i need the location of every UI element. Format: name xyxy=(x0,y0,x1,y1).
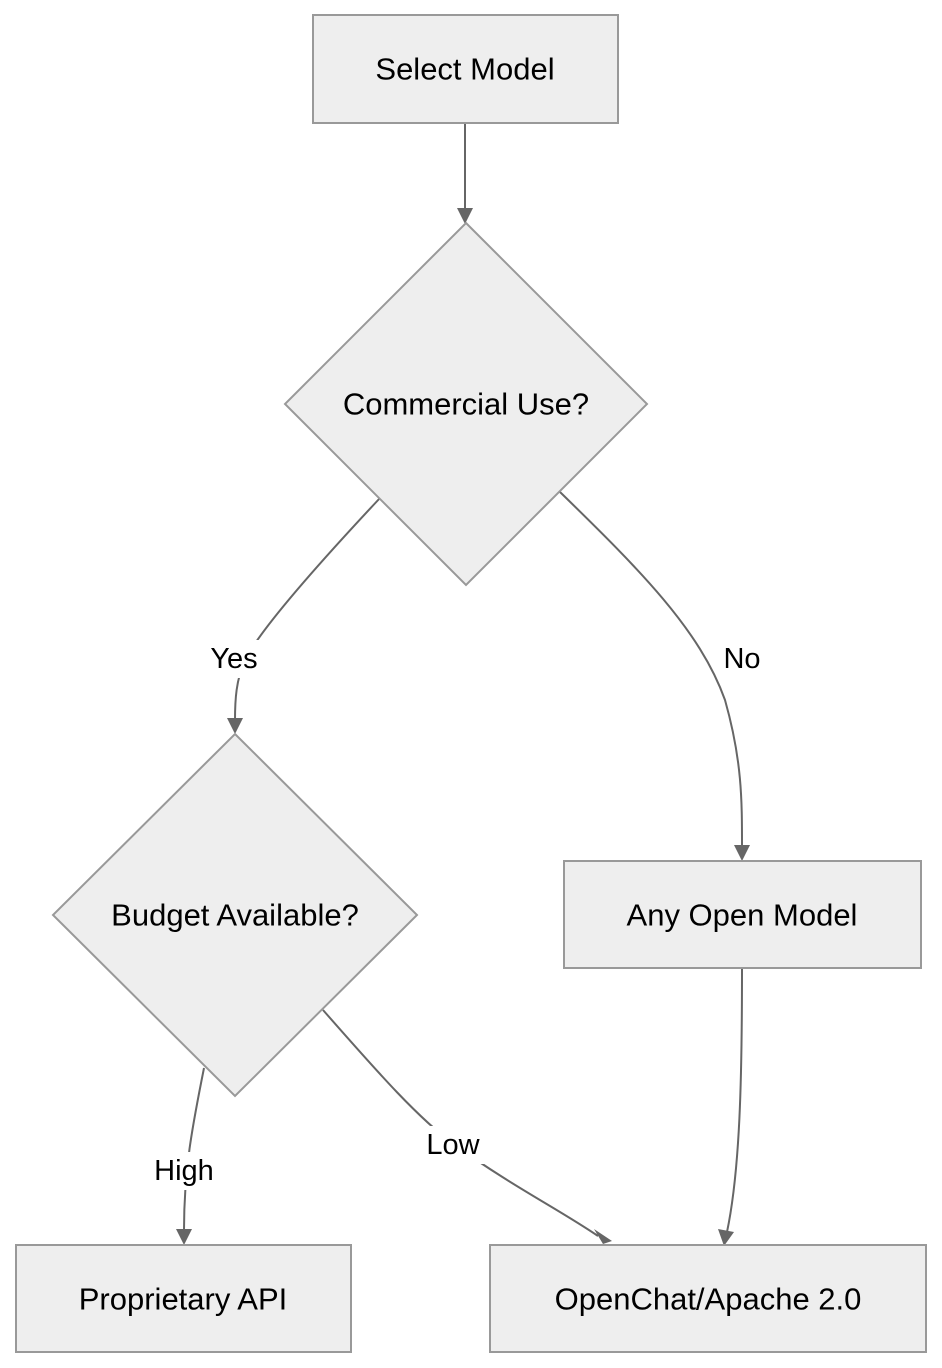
edge-label-bg xyxy=(420,1126,486,1164)
edge-label-bg xyxy=(204,640,266,678)
edge-low xyxy=(322,1009,599,1237)
edge-no xyxy=(559,491,743,847)
edge-high xyxy=(183,1067,205,1231)
node-label: Select Model xyxy=(375,52,554,87)
edge-open-to-openchat xyxy=(726,968,743,1233)
node-proprietary-api[interactable]: Proprietary API xyxy=(15,1244,352,1353)
edge-labels: Yes No High Low xyxy=(146,640,768,1190)
arrowhead-icon xyxy=(227,718,243,734)
node-budget-available-decision[interactable]: Budget Available? xyxy=(51,732,419,1098)
arrowhead-icon xyxy=(718,1229,734,1246)
edge-label-high: High xyxy=(154,1155,214,1187)
node-select-model[interactable]: Select Model xyxy=(312,14,619,124)
arrowhead-icon xyxy=(734,845,750,861)
nodes: Select Model Commercial Use? Budget Avai… xyxy=(15,14,927,1353)
node-commercial-use-decision[interactable]: Commercial Use? xyxy=(283,221,649,587)
arrowhead-icon xyxy=(457,208,473,224)
edge-label-bg xyxy=(146,1152,222,1190)
node-label: Proprietary API xyxy=(79,1282,287,1317)
node-label: Budget Available? xyxy=(111,898,359,933)
edge-label-no: No xyxy=(723,643,760,675)
node-label: Commercial Use? xyxy=(343,387,589,422)
edge-yes xyxy=(234,497,381,721)
edge-label-yes: Yes xyxy=(210,643,257,675)
arrowhead-icon xyxy=(176,1229,192,1245)
edge-label-bg xyxy=(718,640,768,678)
node-openchat-apache[interactable]: OpenChat/Apache 2.0 xyxy=(489,1244,927,1353)
node-label: Any Open Model xyxy=(627,898,858,933)
edge-label-low: Low xyxy=(426,1129,480,1161)
node-label: OpenChat/Apache 2.0 xyxy=(555,1282,862,1317)
node-any-open-model[interactable]: Any Open Model xyxy=(563,860,922,969)
arrowhead-icon xyxy=(594,1229,612,1244)
